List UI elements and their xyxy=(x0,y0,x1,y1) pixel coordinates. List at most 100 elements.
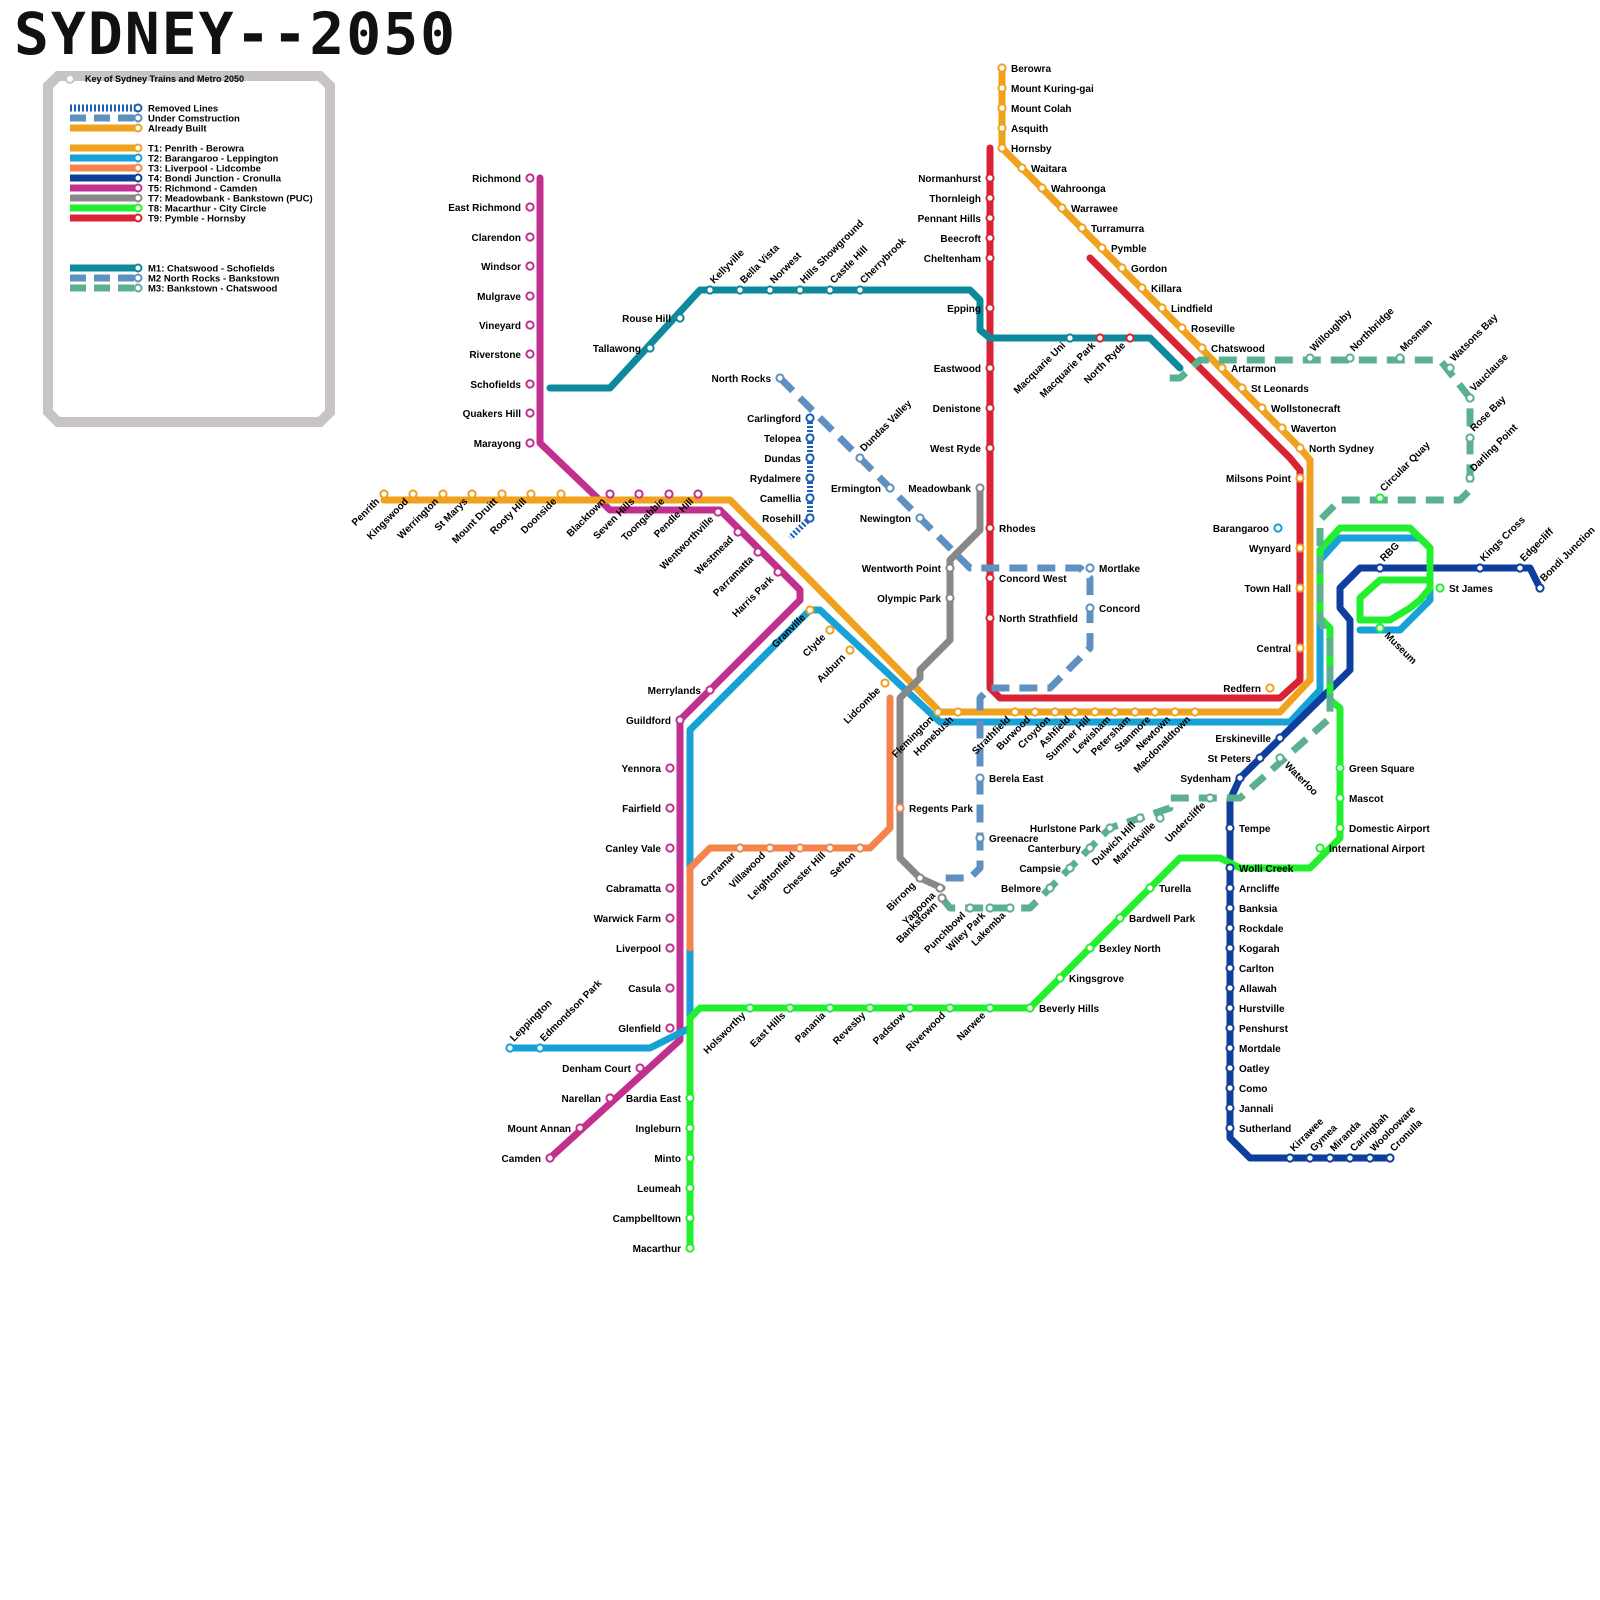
station-waitara[interactable] xyxy=(1017,163,1027,173)
station-miranda[interactable] xyxy=(1325,1153,1335,1163)
station-kingswood[interactable] xyxy=(408,489,418,499)
station-rbg[interactable] xyxy=(1375,563,1385,573)
station-northbridge[interactable] xyxy=(1345,353,1355,363)
station-bella-vista[interactable] xyxy=(735,285,745,295)
station-banksia[interactable] xyxy=(1225,903,1235,913)
station-newtown[interactable] xyxy=(1170,707,1180,717)
station-sefton[interactable] xyxy=(855,843,865,853)
station-tempe[interactable] xyxy=(1225,823,1235,833)
station-north-rocks[interactable] xyxy=(775,373,785,383)
station-roseville[interactable] xyxy=(1177,323,1187,333)
station-epping[interactable] xyxy=(985,303,995,313)
station-wentworth-point[interactable] xyxy=(945,563,955,573)
station-warwick-farm[interactable] xyxy=(665,913,675,923)
station-rockdale[interactable] xyxy=(1225,923,1235,933)
station-st-marys[interactable] xyxy=(467,489,477,499)
station-warrawee[interactable] xyxy=(1057,203,1067,213)
station-cabramatta[interactable] xyxy=(665,883,675,893)
station-concord[interactable] xyxy=(1085,603,1095,613)
station-wolli-creek[interactable] xyxy=(1225,863,1235,873)
station-penshurst[interactable] xyxy=(1225,1023,1235,1033)
station-granville[interactable] xyxy=(805,605,815,615)
station-wynyard[interactable] xyxy=(1295,543,1305,553)
station-narellan[interactable] xyxy=(605,1093,615,1103)
station-willoughby[interactable] xyxy=(1305,353,1315,363)
station-pennant-hills[interactable] xyxy=(985,213,995,223)
station-casula[interactable] xyxy=(665,983,675,993)
station-macarthur[interactable] xyxy=(685,1243,695,1253)
station-clarendon[interactable] xyxy=(525,232,535,242)
station-north-ryde[interactable] xyxy=(1125,333,1135,343)
station-watsons-bay[interactable] xyxy=(1445,363,1455,373)
station-burwood[interactable] xyxy=(1030,707,1040,717)
station-beecroft[interactable] xyxy=(985,233,995,243)
station-camden[interactable] xyxy=(545,1153,555,1163)
station-beverly-hills[interactable] xyxy=(1025,1003,1035,1013)
station-narwee[interactable] xyxy=(985,1003,995,1013)
station-marayong[interactable] xyxy=(525,438,535,448)
station-bardwell-park[interactable] xyxy=(1115,913,1125,923)
station-glenfield[interactable] xyxy=(665,1023,675,1033)
station-belmore[interactable] xyxy=(1045,883,1055,893)
station-mount-colah[interactable] xyxy=(997,103,1007,113)
station-doonside[interactable] xyxy=(556,489,566,499)
station-mount-druitt[interactable] xyxy=(497,489,507,499)
station-north-strathfield[interactable] xyxy=(985,613,995,623)
station-sutherland[interactable] xyxy=(1225,1123,1235,1133)
station-oatley[interactable] xyxy=(1225,1063,1235,1073)
station-birrong[interactable] xyxy=(915,873,925,883)
station-mosman[interactable] xyxy=(1395,353,1405,363)
station-sydenham[interactable] xyxy=(1235,773,1245,783)
station-domestic-airport[interactable] xyxy=(1335,823,1345,833)
station-rouse-hill[interactable] xyxy=(675,313,685,323)
station-kellyville[interactable] xyxy=(705,285,715,295)
station-central[interactable] xyxy=(1295,643,1305,653)
station-norwest[interactable] xyxy=(765,285,775,295)
station-homebush[interactable] xyxy=(953,707,963,717)
station-wentworthville[interactable] xyxy=(713,507,723,517)
station-gymea[interactable] xyxy=(1305,1153,1315,1163)
station-macquarie-park[interactable] xyxy=(1095,333,1105,343)
station-westmead[interactable] xyxy=(733,527,743,537)
station-hornsby[interactable] xyxy=(997,143,1007,153)
station-edmondson-park[interactable] xyxy=(535,1043,545,1053)
station-greenacre[interactable] xyxy=(975,833,985,843)
station-camellia[interactable] xyxy=(805,493,815,503)
station-kogarah[interactable] xyxy=(1225,943,1235,953)
station-leumeah[interactable] xyxy=(685,1183,695,1193)
station-olympic-park[interactable] xyxy=(945,593,955,603)
station-east-hills[interactable] xyxy=(785,1003,795,1013)
station-rosehill[interactable] xyxy=(805,513,815,523)
station-kingsgrove[interactable] xyxy=(1055,973,1065,983)
station-werrington[interactable] xyxy=(438,489,448,499)
station-carlton[interactable] xyxy=(1225,963,1235,973)
station-waterloo[interactable] xyxy=(1275,753,1285,763)
station-st-james[interactable] xyxy=(1435,583,1445,593)
station-hurstville[interactable] xyxy=(1225,1003,1235,1013)
station-allawah[interactable] xyxy=(1225,983,1235,993)
station-turella[interactable] xyxy=(1145,883,1155,893)
station-mortlake[interactable] xyxy=(1085,563,1095,573)
station-rooty-hill[interactable] xyxy=(526,489,536,499)
station-turramurra[interactable] xyxy=(1077,223,1087,233)
station-campbelltown[interactable] xyxy=(685,1213,695,1223)
station-wahroonga[interactable] xyxy=(1037,183,1047,193)
station-asquith[interactable] xyxy=(997,123,1007,133)
station-berowra[interactable] xyxy=(997,63,1007,73)
station-bexley-north[interactable] xyxy=(1085,943,1095,953)
station-caringbah[interactable] xyxy=(1345,1153,1355,1163)
station-bardia-east[interactable] xyxy=(685,1093,695,1103)
station-leppington[interactable] xyxy=(505,1043,515,1053)
station-stanmore[interactable] xyxy=(1150,707,1160,717)
station-blacktown[interactable] xyxy=(605,489,615,499)
station-concord-west[interactable] xyxy=(985,573,995,583)
station-kirrawee[interactable] xyxy=(1285,1153,1295,1163)
station-flemington[interactable] xyxy=(933,707,943,717)
station-fairfield[interactable] xyxy=(665,803,675,813)
station-campsie[interactable] xyxy=(1065,863,1075,873)
station-guildford[interactable] xyxy=(675,715,685,725)
station-schofields[interactable] xyxy=(525,379,535,389)
station-clyde[interactable] xyxy=(825,625,835,635)
station-newington[interactable] xyxy=(915,513,925,523)
station-carramar[interactable] xyxy=(735,843,745,853)
